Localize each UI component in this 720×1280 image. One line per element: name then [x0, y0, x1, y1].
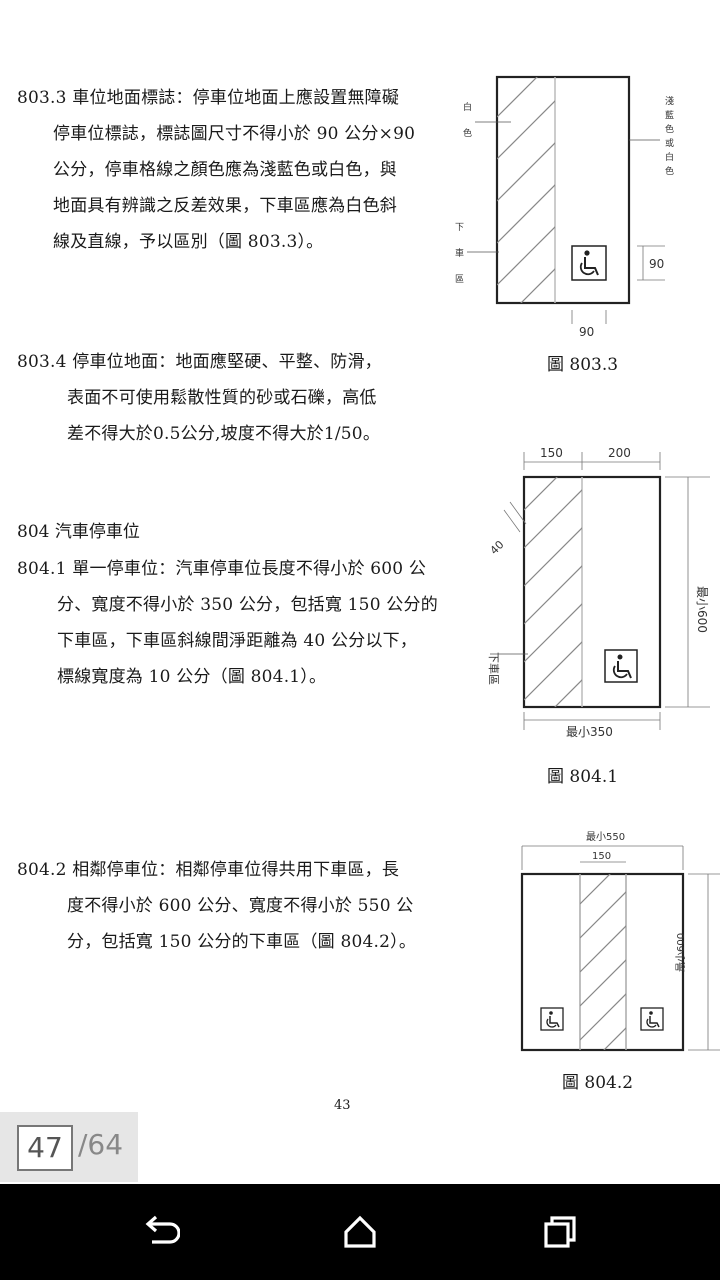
home-icon [344, 1215, 376, 1248]
text-line: 804.1 單一停車位：汽車停車位長度不得小於 600 公 [17, 559, 427, 579]
svg-text:車: 車 [455, 247, 464, 259]
svg-text:或: 或 [665, 137, 674, 149]
document-page: 803.3 車位地面標誌：停車位地面上應設置無障礙 停車位標誌，標誌圖尺寸不得小… [17, 75, 720, 1113]
label-white: 白 [463, 101, 472, 113]
dim-min-550: 最小550 [586, 831, 625, 843]
text-line: 分，包括寬 150 公分的下車區（圖 804.2）。 [67, 932, 417, 952]
navigation-bar [0, 1184, 720, 1280]
svg-text:色: 色 [665, 123, 674, 135]
caption-804-1: 圖 804.1 [547, 767, 619, 787]
text-line: 公分，停車格線之顏色應為淺藍色或白色，與 [53, 160, 397, 180]
dim-min-350: 最小350 [566, 725, 613, 739]
caption-803-3: 圖 803.3 [547, 355, 619, 375]
section-804-title: 804 汽車停車位 [17, 522, 140, 542]
wheelchair-icon [540, 1007, 564, 1031]
dim-40: 40 [488, 538, 507, 557]
paragraph-803-3: 803.3 車位地面標誌：停車位地面上應設置無障礙 停車位標誌，標誌圖尺寸不得小… [17, 80, 415, 260]
page-counter[interactable]: 47 /64 [0, 1112, 138, 1182]
svg-text:色: 色 [463, 127, 472, 139]
svg-text:下: 下 [455, 223, 464, 233]
current-page-input[interactable]: 47 [17, 1125, 73, 1171]
text-line: 差不得大於0.5公分,坡度不得大於1/50。 [67, 424, 381, 444]
page-number: 43 [334, 1098, 351, 1113]
label-unload: 下車區 [487, 652, 501, 685]
text-line: 下車區，下車區斜線間淨距離為 40 公分以下， [57, 631, 418, 651]
text-line: 度不得小於 600 公分、寬度不得小於 550 公 [67, 896, 414, 916]
wheelchair-icon [640, 1007, 664, 1031]
back-button[interactable] [120, 1204, 200, 1260]
dim-min-600: 最小600 [695, 586, 709, 633]
caption-804-2: 圖 804.2 [562, 1073, 634, 1093]
recents-button[interactable] [520, 1204, 600, 1260]
recents-icon [544, 1216, 576, 1248]
text-line: 803.3 車位地面標誌：停車位地面上應設置無障礙 [17, 88, 400, 108]
dim-min-600: 最小600 [675, 933, 687, 972]
dim-200: 200 [608, 446, 631, 460]
figure-804-1: 150 200 40 最小600 下車區 [487, 446, 710, 739]
svg-text:區: 區 [455, 274, 464, 285]
home-button[interactable] [320, 1204, 400, 1260]
svg-text:淺: 淺 [665, 95, 674, 107]
svg-text:藍: 藍 [665, 109, 674, 121]
text-line: 停車位標誌，標誌圖尺寸不得小於 90 公分×90 [53, 124, 416, 144]
back-icon [145, 1215, 180, 1244]
dim-90-bottom: 90 [579, 325, 594, 339]
wheelchair-icon [571, 245, 607, 281]
text-line: 地面具有辨識之反差效果，下車區應為白色斜 [53, 196, 397, 216]
wheelchair-icon [604, 649, 638, 683]
dim-150: 150 [540, 446, 563, 460]
text-line: 803.4 停車位地面：地面應堅硬、平整、防滑， [17, 352, 382, 372]
figure-803-3: 白 色 淺 藍 色 或 白 色 下 車 區 90 90 [455, 75, 674, 339]
text-line: 標線寬度為 10 公分（圖 804.1）。 [57, 667, 327, 687]
paragraph-803-4: 803.4 停車位地面：地面應堅硬、平整、防滑， 表面不可使用鬆散性質的砂或石礫… [17, 344, 382, 452]
paragraph-804-1: 804.1 單一停車位：汽車停車位長度不得小於 600 公 分、寬度不得小於 3… [17, 551, 438, 695]
figure-804-2: 最小550 150 最小60 [520, 831, 720, 1052]
dim-90-side: 90 [649, 257, 664, 271]
dim-150: 150 [592, 851, 611, 862]
total-pages: /64 [78, 1128, 124, 1161]
text-line: 分、寬度不得小於 350 公分，包括寬 150 公分的 [57, 595, 438, 615]
text-line: 表面不可使用鬆散性質的砂或石礫，高低 [67, 388, 377, 408]
text-line: 804.2 相鄰停車位：相鄰停車位得共用下車區，長 [17, 860, 400, 880]
text-line: 線及直線，予以區別（圖 803.3）。 [53, 232, 324, 252]
svg-text:色: 色 [665, 165, 674, 177]
svg-text:白: 白 [665, 151, 674, 163]
paragraph-804-2: 804.2 相鄰停車位：相鄰停車位得共用下車區，長 度不得小於 600 公分、寬… [17, 852, 416, 960]
